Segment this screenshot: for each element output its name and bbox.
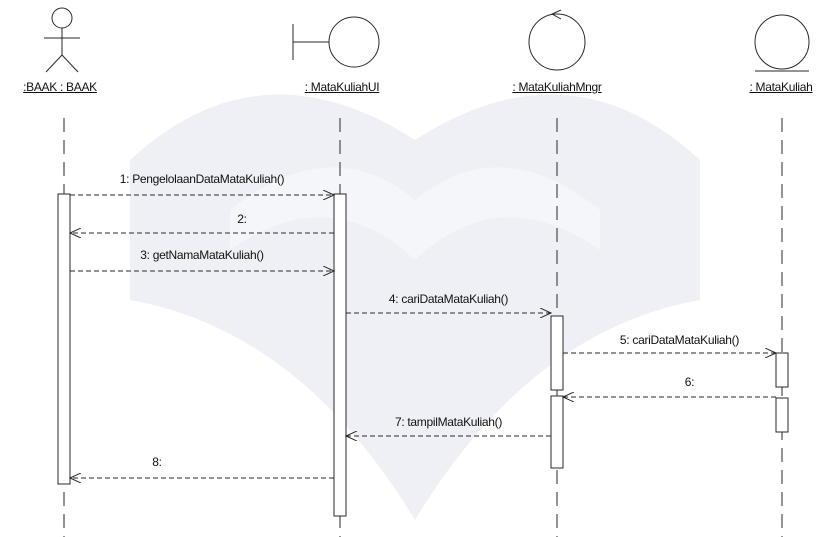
ui-activation-1 <box>333 193 347 517</box>
ui-participant-label: : MataKuliahUI <box>304 80 380 94</box>
entity-circle <box>754 14 810 70</box>
actor-leg-right <box>61 54 79 73</box>
message-1-label: 1: PengelolaanDataMataKuliah() <box>119 172 285 186</box>
actor-leg-left <box>45 54 63 73</box>
baak-participant-label: :BAAK : BAAK <box>23 80 97 94</box>
message-5-label: 5: cariDataMataKuliah() <box>619 333 740 347</box>
entity-participant-label: : MataKuliah <box>749 80 813 94</box>
baak-actor-icon <box>44 7 80 73</box>
watermark-arc-inner <box>230 167 600 260</box>
message-4-label: 4: cariDataMataKuliah() <box>388 292 509 306</box>
message-8-label: 8: <box>152 455 162 469</box>
control-arrowhead <box>550 9 562 20</box>
entity-activation-2 <box>775 397 789 433</box>
message-6-label: 6: <box>684 375 695 389</box>
ui-boundary-icon <box>292 16 380 68</box>
message-3-label: 3: getNamaMataKuliah() <box>140 248 264 262</box>
mngr-activation-2 <box>550 395 564 469</box>
entity-activation-1 <box>775 352 789 388</box>
control-circle <box>528 13 586 71</box>
mngr-control-icon <box>528 9 586 71</box>
actor-head <box>51 7 73 29</box>
message-2-label: 2: <box>237 212 247 226</box>
boundary-circle <box>328 16 380 68</box>
entity-entity-icon <box>754 14 810 72</box>
mngr-activation-1 <box>550 315 564 391</box>
mngr-participant-label: : MataKuliahMngr <box>512 80 602 94</box>
baak-activation-1 <box>57 193 71 485</box>
message-7-label: 7: tampilMataKuliah() <box>394 415 503 429</box>
